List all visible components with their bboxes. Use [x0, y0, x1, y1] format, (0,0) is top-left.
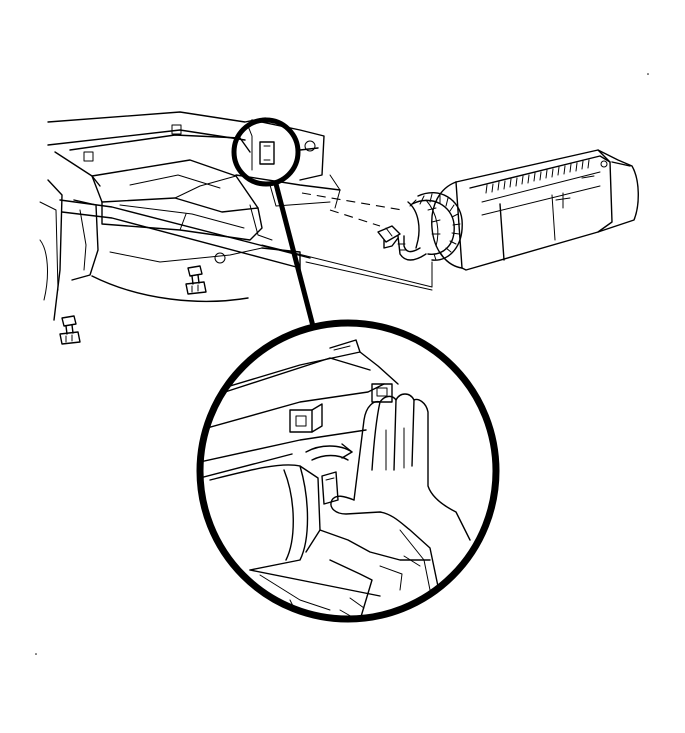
instrument-panel-structure [39, 111, 433, 321]
detail-view [196, 319, 500, 623]
housing-ribs [485, 159, 590, 194]
callout-leader-line [273, 183, 317, 331]
hand-icon [330, 393, 471, 601]
panel-slot-left [83, 151, 94, 162]
retaining-tab-icon [259, 141, 275, 165]
bolt-icon [185, 265, 207, 295]
panel-slot-right [171, 124, 182, 135]
wiring-harness [377, 191, 463, 261]
retaining-tab-icon [289, 409, 313, 433]
magnifier-callout-icon [231, 117, 317, 331]
bolt-icon [59, 315, 81, 345]
airbag-module-icon [377, 149, 639, 271]
curved-arrow-icon [305, 443, 353, 461]
